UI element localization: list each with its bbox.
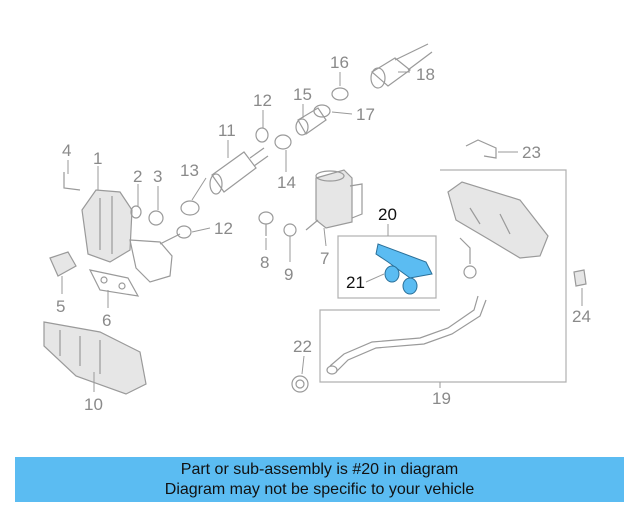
- part-12-lower-drawing: [176, 225, 192, 239]
- callout-17: 17: [356, 105, 375, 124]
- parts-diagram: 1 2 3 4 5 6 7 8 9 10 11 12 12 13 14 15 1…: [43, 43, 591, 414]
- callout-7: 7: [320, 249, 329, 268]
- part-9-drawing: [283, 223, 297, 237]
- callout-11: 11: [218, 121, 236, 140]
- part-17-drawing: [313, 104, 331, 118]
- part-3-drawing: [148, 210, 164, 226]
- part-24-drawing: [573, 269, 587, 287]
- part-1-drawing: [81, 189, 181, 283]
- banner-line-disclaimer: Diagram may not be specific to your vehi…: [164, 481, 475, 498]
- callout-12-upper: 12: [253, 91, 272, 110]
- callout-1: 1: [93, 149, 102, 168]
- part-4-drawing: [63, 172, 81, 191]
- callout-2: 2: [133, 167, 142, 186]
- part-12-upper-drawing: [255, 127, 269, 143]
- callout-5: 5: [56, 297, 65, 316]
- part-13-drawing: [180, 200, 200, 216]
- callout-22: 22: [293, 337, 312, 356]
- callout-10: 10: [84, 395, 103, 414]
- leader-lines: [61, 71, 583, 392]
- part-15-drawing: [295, 107, 327, 136]
- banner-line-part: Part or sub-assembly is #20 in diagram: [180, 461, 459, 478]
- callout-19: 19: [432, 389, 451, 408]
- info-banner: Part or sub-assembly is #20 in diagram D…: [15, 457, 624, 502]
- callout-15: 15: [293, 85, 312, 104]
- part-23-drawing: [465, 139, 497, 159]
- callout-23: 23: [522, 143, 541, 162]
- part-11-drawing: [209, 147, 269, 195]
- part-7-drawing: [305, 169, 363, 231]
- part-19-drawing: [326, 181, 549, 375]
- callout-3: 3: [153, 167, 162, 186]
- callout-20: 20: [378, 205, 397, 224]
- part-5-drawing: [49, 251, 77, 277]
- part-18-drawing: [370, 43, 433, 89]
- part-14-drawing: [274, 134, 292, 150]
- part-19-assembly-frame: [319, 169, 567, 383]
- callout-14: 14: [277, 173, 296, 192]
- callout-18: 18: [416, 65, 435, 84]
- part-2-drawing: [130, 205, 142, 219]
- part-8-drawing: [258, 211, 274, 236]
- callout-6: 6: [102, 311, 111, 330]
- callout-9: 9: [284, 265, 293, 284]
- callout-16: 16: [330, 53, 349, 72]
- callout-4: 4: [62, 141, 71, 160]
- part-22-drawing: [291, 375, 309, 393]
- part-10-drawing: [43, 321, 147, 395]
- part-6-drawing: [88, 269, 140, 297]
- callout-21: 21: [346, 273, 365, 292]
- callout-8: 8: [260, 253, 269, 272]
- callout-12-lower: 12: [214, 219, 233, 238]
- part-20-drawing: [375, 243, 433, 295]
- callout-13: 13: [180, 161, 199, 180]
- part-20-highlight-frame: [337, 235, 437, 299]
- part-16-drawing: [331, 87, 349, 101]
- callout-24: 24: [572, 307, 591, 326]
